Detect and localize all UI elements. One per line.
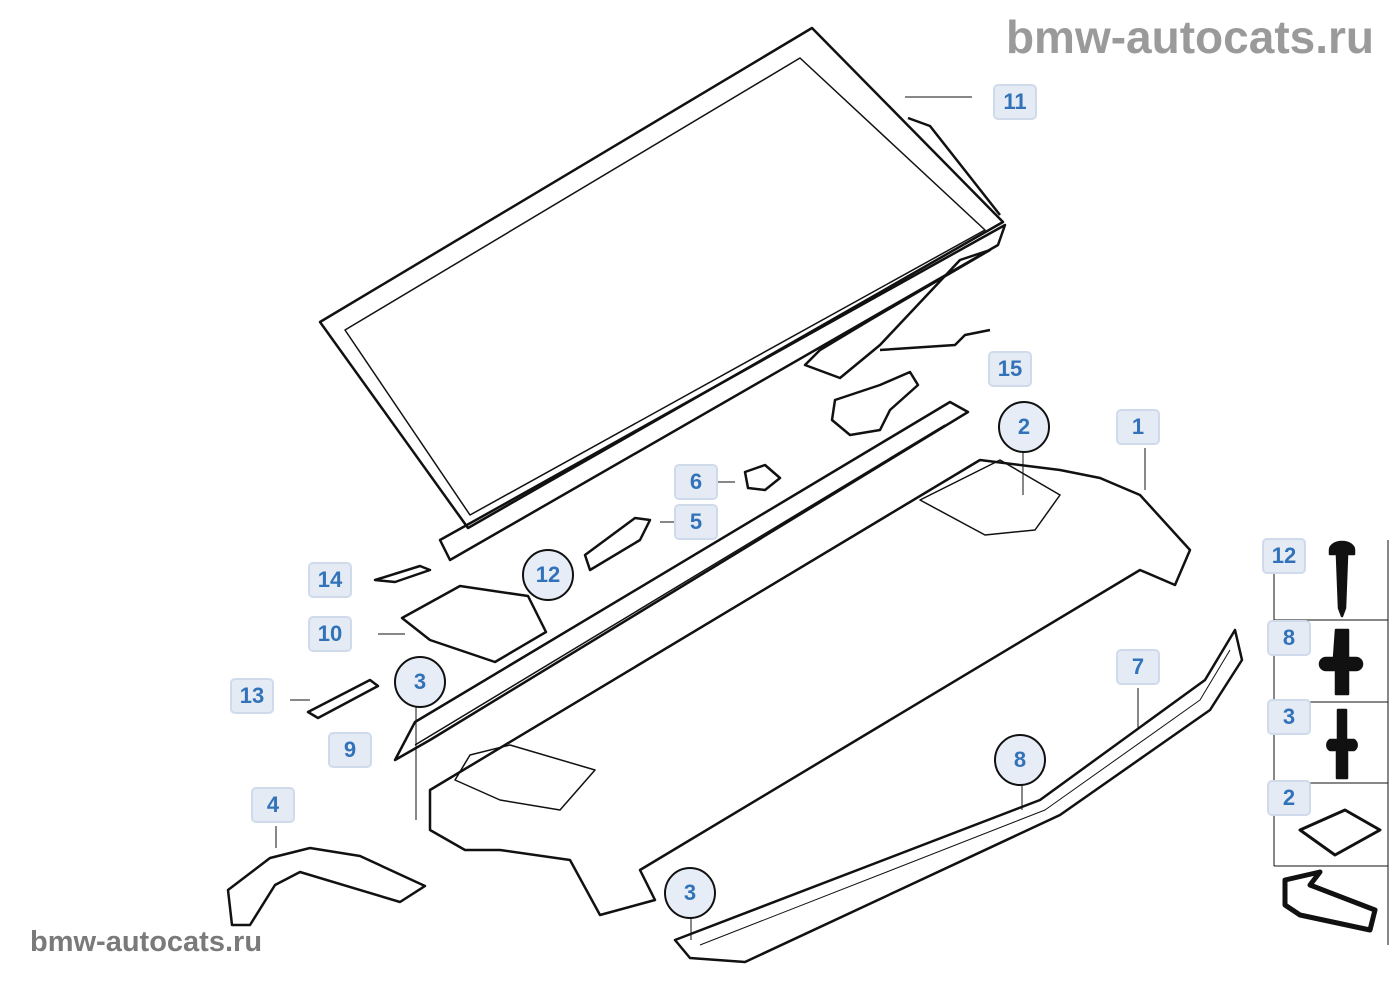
trim-part-4 xyxy=(226,846,427,927)
callout-3[interactable]: 3 xyxy=(394,656,446,708)
legend-icons xyxy=(1282,540,1382,933)
callout-1[interactable]: 1 xyxy=(1116,409,1160,445)
legend-label-2[interactable]: 2 xyxy=(1267,780,1311,816)
callout-14[interactable]: 14 xyxy=(308,562,352,598)
arrow-icon xyxy=(1282,869,1378,933)
trim-strip-part-9 xyxy=(393,400,970,762)
callout-7[interactable]: 7 xyxy=(1116,649,1160,685)
clip-nut-icon xyxy=(1298,808,1382,857)
shelf-part-1 xyxy=(428,458,1192,917)
bracket-part-13 xyxy=(306,678,380,720)
screw-icon xyxy=(1328,540,1356,618)
callout-9[interactable]: 9 xyxy=(328,732,372,768)
holder-part-5 xyxy=(583,516,652,572)
watermark-top: bmw-autocats.ru xyxy=(1005,11,1374,63)
callout-15[interactable]: 15 xyxy=(988,351,1032,387)
legend-label-3[interactable]: 3 xyxy=(1267,699,1311,735)
roller-blind-part-11 xyxy=(318,26,1007,562)
cap-part-6 xyxy=(743,463,782,492)
clip-part-14 xyxy=(373,564,432,584)
callout-5[interactable]: 5 xyxy=(674,504,718,540)
callout-13[interactable]: 13 xyxy=(230,678,274,714)
watermark-bottom: bmw-autocats.ru xyxy=(30,926,263,958)
handle-part-15 xyxy=(830,370,920,437)
callout-6[interactable]: 6 xyxy=(674,464,718,500)
callout-12[interactable]: 12 xyxy=(522,549,574,601)
legend-label-8[interactable]: 8 xyxy=(1267,620,1311,656)
grille-part-7 xyxy=(673,628,1244,964)
callout-11[interactable]: 11 xyxy=(993,84,1037,120)
rivet-small-icon xyxy=(1326,708,1358,780)
callout-2[interactable]: 2 xyxy=(998,401,1050,453)
legend-label-12[interactable]: 12 xyxy=(1262,538,1306,574)
callout-4[interactable]: 4 xyxy=(251,787,295,823)
callout-10[interactable]: 10 xyxy=(308,616,352,652)
callout-8[interactable]: 8 xyxy=(994,734,1046,786)
leader-lines xyxy=(275,96,1146,940)
cover-part-10 xyxy=(400,584,548,664)
rivet-icon xyxy=(1318,628,1364,696)
callout-3-lower[interactable]: 3 xyxy=(664,867,716,919)
